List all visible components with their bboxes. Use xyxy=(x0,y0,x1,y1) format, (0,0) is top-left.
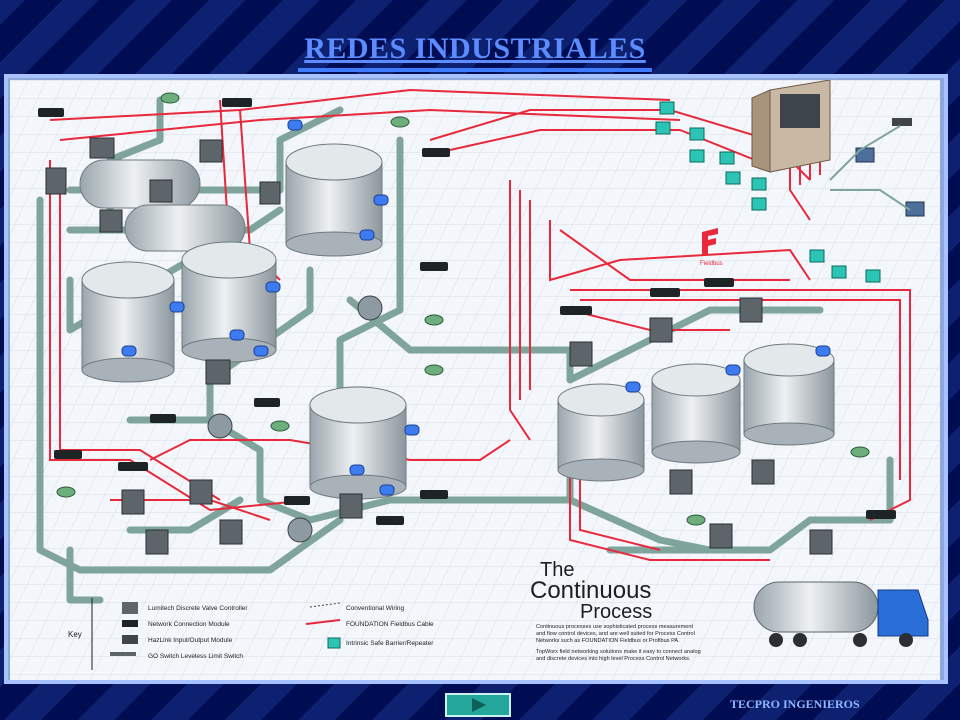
svg-text:Network Connection Module: Network Connection Module xyxy=(148,621,230,628)
horizontal-tank-2 xyxy=(124,204,246,252)
legend-conventional-wiring-icon xyxy=(309,602,341,608)
svg-text:Fieldbus: Fieldbus xyxy=(700,261,723,267)
legend: Key Lumitech Discrete Valve Controller N… xyxy=(68,598,434,670)
tank-4 xyxy=(309,386,407,500)
process-description: Continuous processes use sophisticated p… xyxy=(536,624,701,662)
tank-5 xyxy=(557,383,645,482)
svg-text:Intrinsic Safe Barrier/Repeate: Intrinsic Safe Barrier/Repeater xyxy=(346,640,434,647)
horizontal-tank-1 xyxy=(79,159,201,209)
intrinsic-safe-barriers xyxy=(655,101,881,283)
tanker-truck xyxy=(753,581,929,647)
legend-safe-barrier-icon xyxy=(327,637,341,649)
svg-text:and flow control devices, and: and flow control devices, and are well s… xyxy=(536,631,695,637)
tank-6 xyxy=(651,363,741,464)
process-diagram: Fieldbus The Continuous Process Continuo… xyxy=(10,80,940,680)
pumps xyxy=(207,295,383,543)
svg-text:Lumitech Discrete Valve Contro: Lumitech Discrete Valve Controller xyxy=(148,605,248,612)
play-triangle-icon xyxy=(472,698,486,712)
fieldbus-connectors xyxy=(121,119,831,496)
svg-text:TopWorx field networking solut: TopWorx field networking solutions make … xyxy=(536,649,701,655)
network-connection-modules xyxy=(38,98,896,525)
svg-text:Key: Key xyxy=(68,630,82,639)
control-cabinet xyxy=(751,80,831,173)
legend-io-module-icon xyxy=(122,635,138,644)
tank-2 xyxy=(181,241,277,363)
svg-text:Process: Process xyxy=(580,601,652,623)
legend-valve-controller-icon xyxy=(122,602,138,614)
svg-text:HazLink Input/Output Module: HazLink Input/Output Module xyxy=(148,637,233,644)
fieldbus-logo: Fieldbus xyxy=(700,228,723,267)
footer-company: TECPRO INGENIEROS xyxy=(730,697,860,711)
legend-limit-switch-icon xyxy=(110,652,136,656)
legend-fieldbus-cable-icon xyxy=(305,619,341,625)
continuous-process-heading: The Continuous Process xyxy=(530,559,652,623)
svg-text:and discrete devices into high: and discrete devices into high level Pro… xyxy=(536,656,691,662)
svg-text:The: The xyxy=(540,559,574,581)
svg-text:Continuous: Continuous xyxy=(530,577,651,604)
tank-1 xyxy=(81,261,175,383)
valve-controllers xyxy=(56,92,870,526)
svg-text:Continuous processes use sophi: Continuous processes use sophisticated p… xyxy=(536,624,693,630)
hazlink-modules xyxy=(45,137,833,555)
workstations xyxy=(829,118,925,217)
legend-network-module-icon xyxy=(122,620,138,627)
svg-text:FOUNDATION Fieldbus Cable: FOUNDATION Fieldbus Cable xyxy=(346,621,434,628)
svg-text:GO Switch Leveless Limit Switc: GO Switch Leveless Limit Switch xyxy=(148,653,243,660)
page-title: REDES INDUSTRIALES xyxy=(304,32,646,65)
title-underline xyxy=(298,68,652,72)
svg-text:Networks such as FOUNDATION Fi: Networks such as FOUNDATION Fieldbus or … xyxy=(536,638,680,644)
tank-7 xyxy=(743,343,835,446)
svg-text:Conventional Wiring: Conventional Wiring xyxy=(346,605,405,612)
next-slide-button[interactable] xyxy=(445,693,511,717)
